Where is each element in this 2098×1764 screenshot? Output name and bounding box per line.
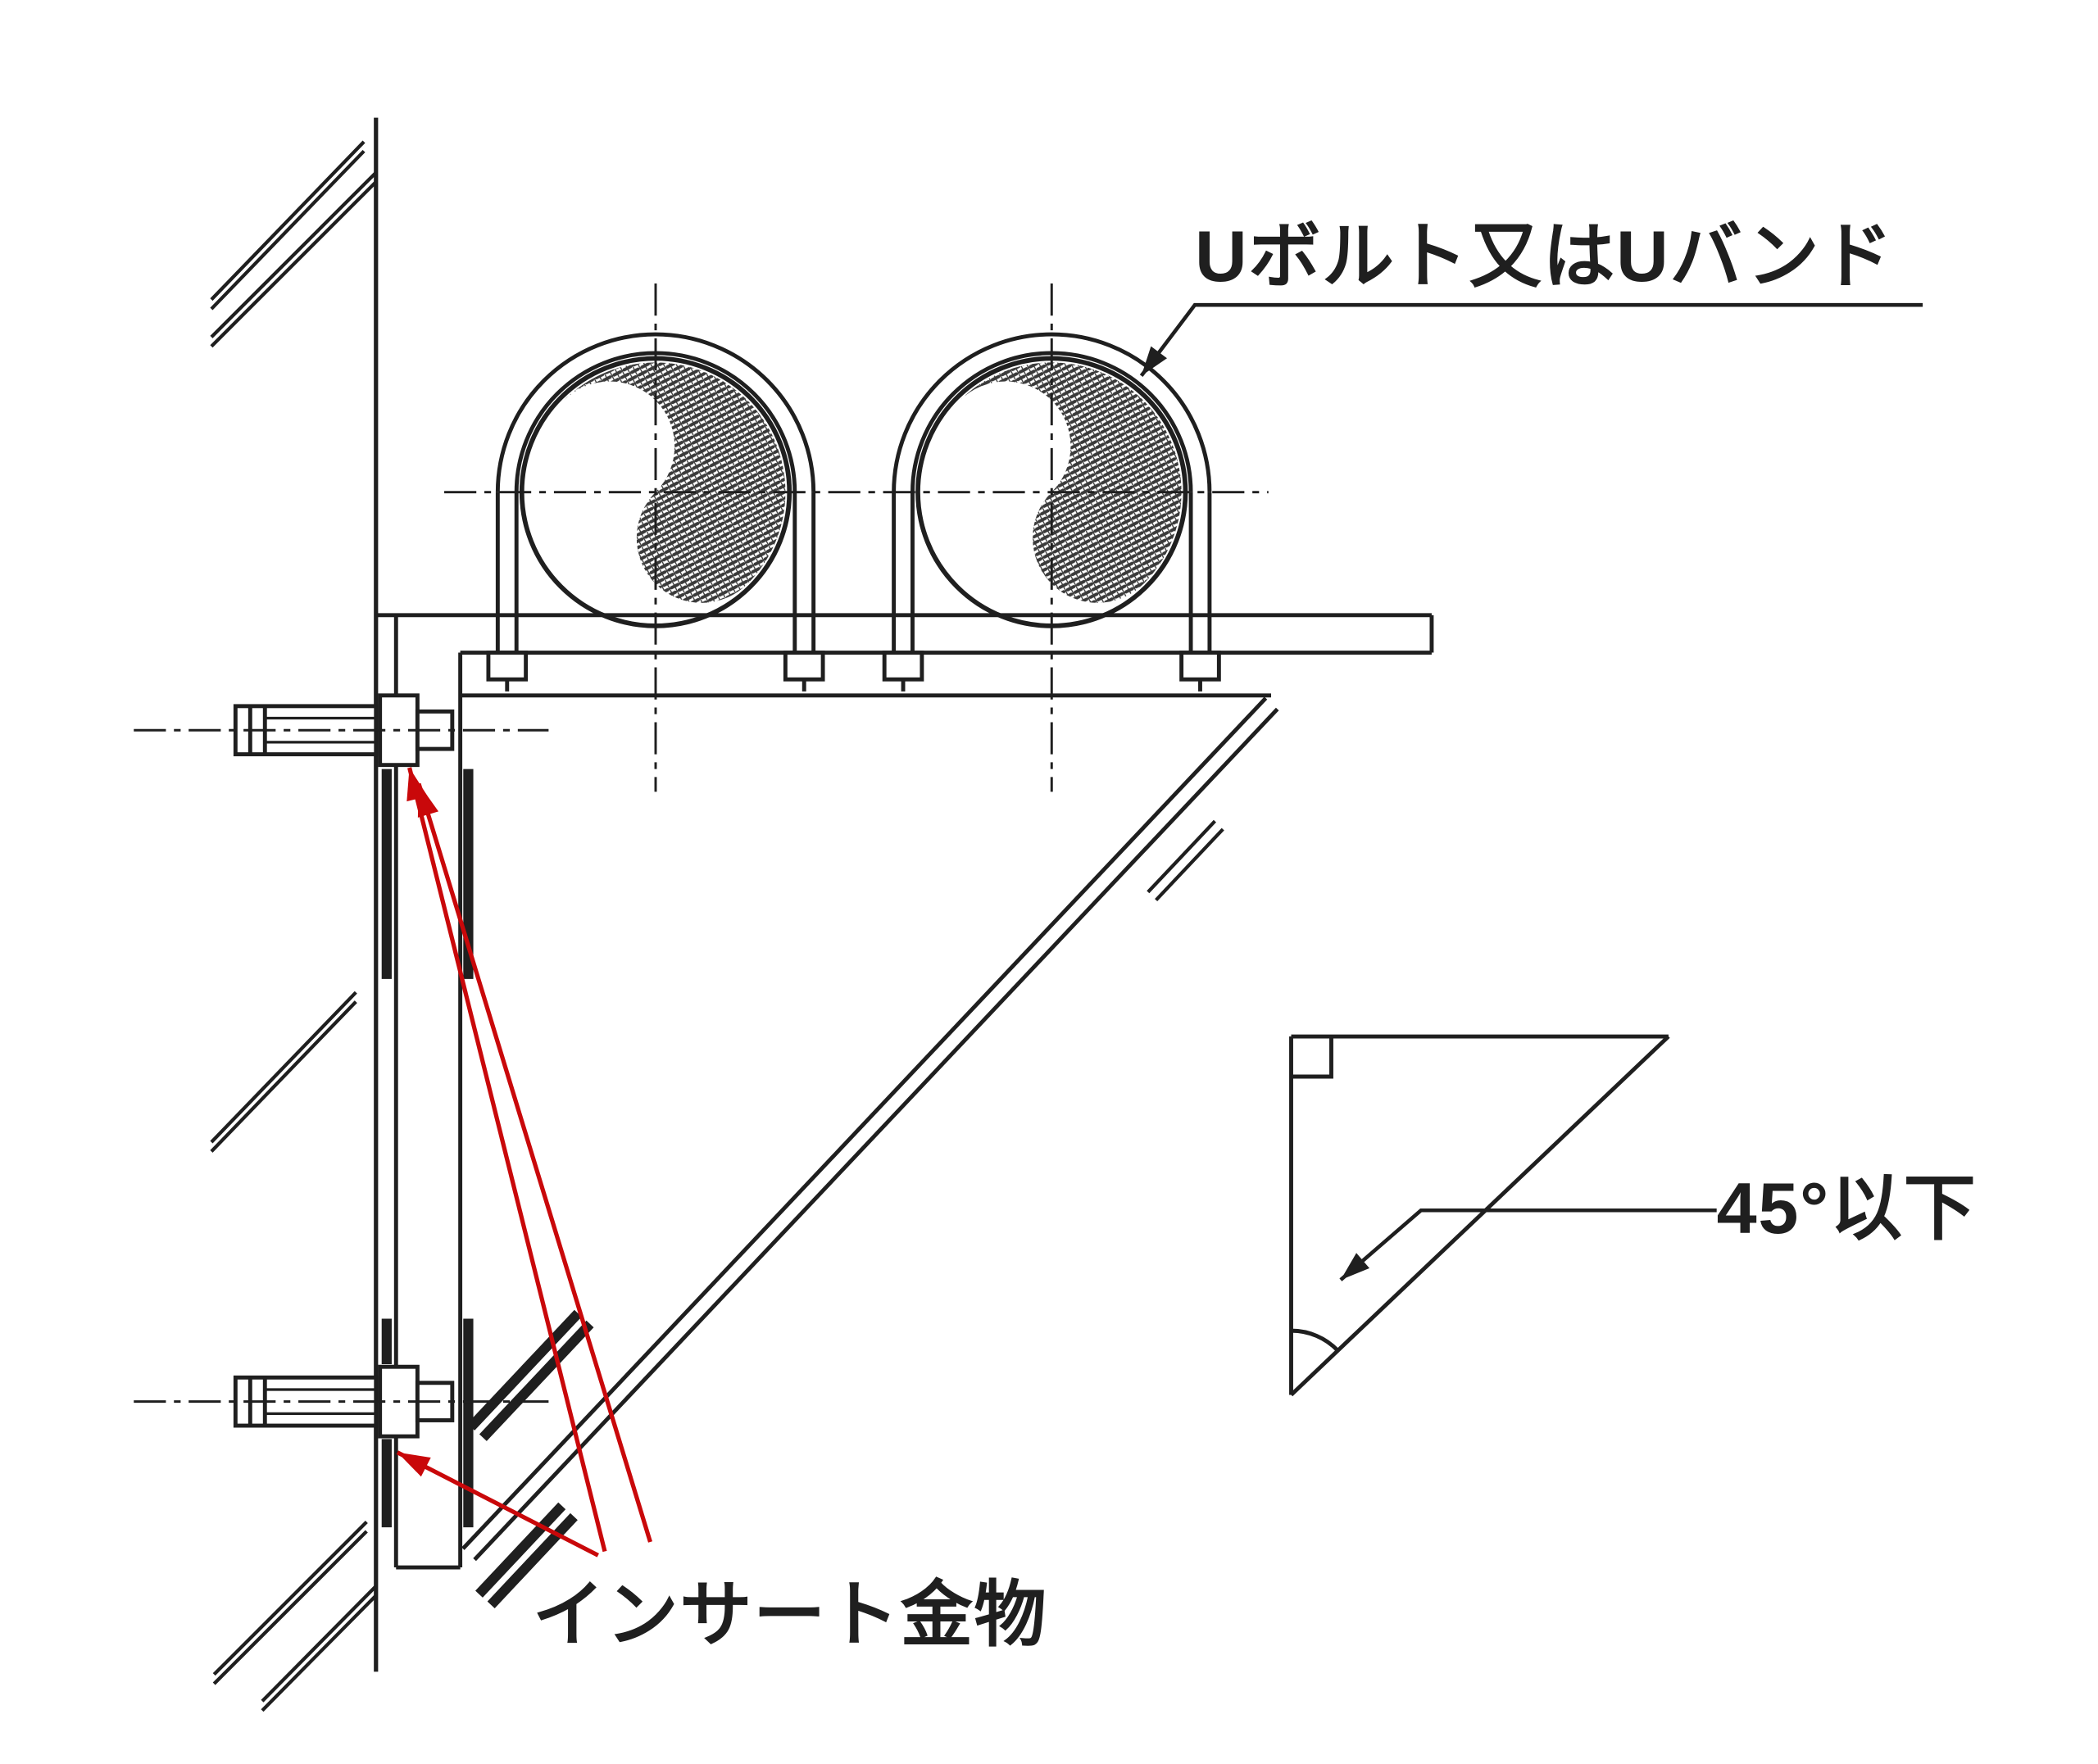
pipe-1-shading (564, 362, 786, 603)
bracket-shelf (377, 613, 1434, 698)
pipe-shading (564, 362, 1182, 603)
insert-annotation-arrowheads (397, 767, 439, 1477)
insert-annotation-arrows (396, 767, 652, 1558)
u-bolt-label: Uボルト又はUバンド (1195, 215, 1894, 297)
right-angle-mark (1291, 1036, 1333, 1079)
angle-arc (1291, 1328, 1340, 1353)
angle-detail-triangle (1289, 1034, 1670, 1397)
labels: Uボルト又はUバンド 45°以下 インサート金物 (533, 215, 1978, 1655)
wall-hatching (210, 140, 378, 1712)
angle-arrowhead (1340, 1253, 1370, 1281)
black-arrowheads (1141, 346, 1370, 1281)
pipe-2-shading (960, 362, 1182, 603)
u-bolt-leader (1139, 302, 1923, 378)
u-bolt-2-nut-right (1179, 651, 1221, 682)
bold-edge-marks (381, 769, 594, 1608)
u-bolt-1-nut-left (486, 651, 529, 682)
u-bolt-1 (486, 332, 825, 692)
linework (134, 117, 1923, 1712)
center-lines (134, 283, 1269, 1403)
angle-label: 45°以下 (1717, 1168, 1978, 1249)
u-bolt-arrowhead (1141, 346, 1167, 376)
u-bolt-1-nut-right (783, 651, 825, 682)
u-bolt-2 (882, 332, 1221, 692)
angle-leader (1339, 1208, 1717, 1281)
diagonal-brace (461, 696, 1279, 1562)
leader-lines (1139, 302, 1923, 1281)
insert-fitting-label: インサート金物 (533, 1574, 1047, 1655)
u-bolt-2-nut-left (882, 651, 924, 682)
